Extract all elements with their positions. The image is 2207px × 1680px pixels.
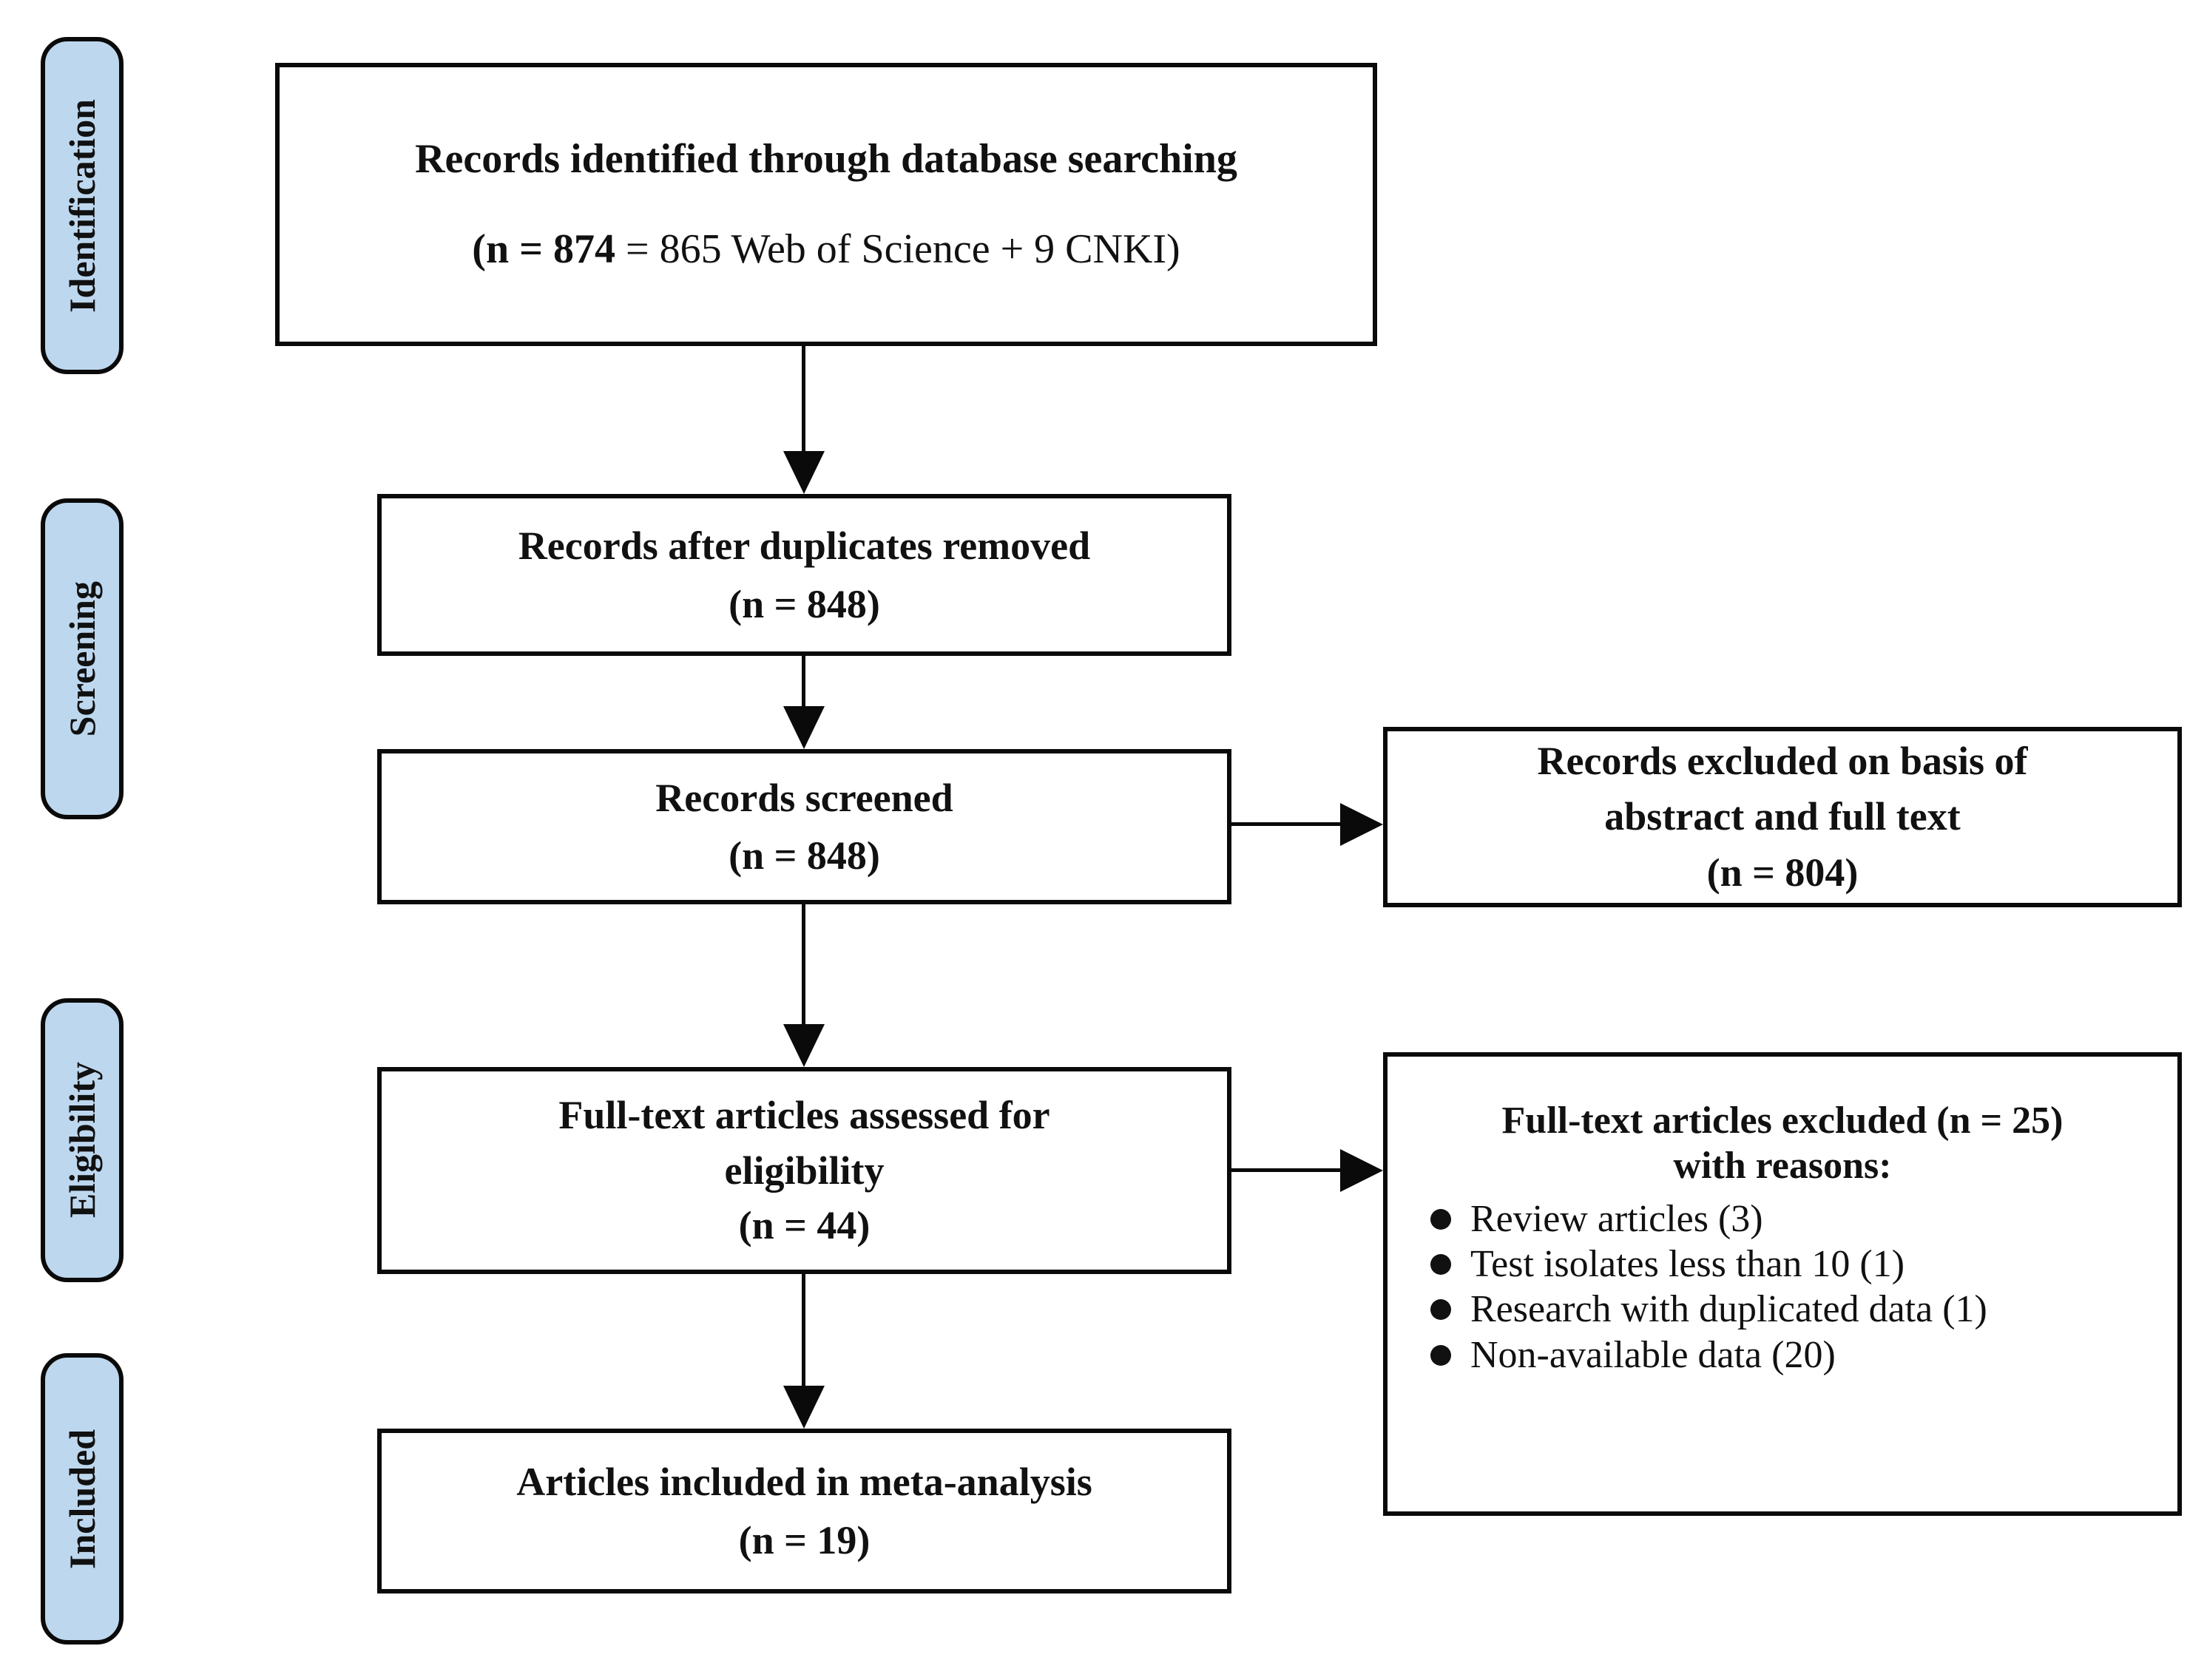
records-identified-n-bold: (n = 874 [472, 226, 615, 272]
stage-label-identification-text: Identification [61, 98, 103, 313]
bullet-dot [1430, 1208, 1451, 1230]
arrow-screened-to-excluded-line [1231, 822, 1342, 826]
arrow-identified-to-duplicates-line [802, 346, 805, 453]
box-records-excluded-count: (n = 804) [1706, 850, 1859, 895]
box-duplicates-removed-title: Records after duplicates removed [518, 524, 1091, 569]
arrow-fulltext-to-excluded-line [1231, 1168, 1342, 1172]
box-records-excluded-title-line1: Records excluded on basis of [1537, 738, 2028, 783]
arrow-duplicates-to-screened-line [802, 656, 805, 708]
box-fulltext-excluded-heading-line1: Full-text articles excluded (n = 25) [1501, 1100, 2064, 1142]
arrow-fulltext-to-included-head [783, 1386, 825, 1429]
arrow-screened-to-fulltext-line [802, 904, 805, 1026]
exclusion-reason-item: Test isolates less than 10 (1) [1430, 1242, 2163, 1287]
box-included-meta-analysis-title: Articles included in meta-analysis [516, 1460, 1092, 1505]
box-records-identified-title: Records identified through database sear… [415, 136, 1237, 183]
arrow-screened-to-excluded-head [1340, 803, 1383, 846]
box-records-screened-count: (n = 848) [729, 833, 880, 878]
exclusion-reason-item: Research with duplicated data (1) [1430, 1287, 2163, 1332]
stage-label-eligibility: Eligibility [41, 998, 124, 1282]
box-fulltext-assessed-count: (n = 44) [738, 1203, 871, 1248]
stage-label-included-text: Included [61, 1429, 103, 1569]
exclusion-reason-text: Review articles (3) [1470, 1197, 1763, 1240]
box-fulltext-assessed: Full-text articles assessed for eligibil… [377, 1067, 1231, 1274]
box-included-meta-analysis-count: (n = 19) [738, 1517, 871, 1562]
arrow-duplicates-to-screened-head [783, 706, 825, 749]
box-fulltext-excluded: Full-text articles excluded (n = 25) wit… [1383, 1052, 2182, 1516]
box-records-excluded: Records excluded on basis of abstract an… [1383, 727, 2182, 907]
arrow-screened-to-fulltext-head [783, 1024, 825, 1067]
bullet-dot [1430, 1254, 1451, 1276]
box-records-screened: Records screened (n = 848) [377, 749, 1231, 904]
stage-label-screening: Screening [41, 498, 124, 819]
box-records-screened-title: Records screened [655, 775, 953, 820]
bullet-dot [1430, 1299, 1451, 1321]
stage-label-included: Included [41, 1353, 124, 1645]
box-fulltext-assessed-title-line1: Full-text articles assessed for [558, 1093, 1050, 1138]
stage-label-screening-text: Screening [61, 580, 103, 737]
box-records-excluded-title-line2: abstract and full text [1604, 794, 1961, 839]
arrow-fulltext-to-included-line [802, 1274, 805, 1387]
exclusion-reason-item: Non-available data (20) [1430, 1332, 2163, 1378]
records-identified-n-detail: = 865 Web of Science + 9 CNKI) [615, 226, 1180, 272]
box-included-meta-analysis: Articles included in meta-analysis (n = … [377, 1429, 1231, 1593]
box-records-identified-count: (n = 874 = 865 Web of Science + 9 CNKI) [472, 225, 1180, 274]
stage-label-identification: Identification [41, 37, 124, 374]
box-fulltext-assessed-title-line2: eligibility [724, 1148, 885, 1193]
arrow-identified-to-duplicates-head [783, 451, 825, 494]
exclusion-reason-item: Review articles (3) [1430, 1196, 2163, 1242]
box-duplicates-removed: Records after duplicates removed (n = 84… [377, 494, 1231, 656]
exclusion-reasons-list: Review articles (3) Test isolates less t… [1388, 1196, 2177, 1378]
box-duplicates-removed-count: (n = 848) [729, 581, 880, 626]
exclusion-reason-text: Non-available data (20) [1470, 1333, 1836, 1376]
box-fulltext-excluded-heading-line2: with reasons: [1673, 1145, 1892, 1188]
exclusion-reason-text: Test isolates less than 10 (1) [1470, 1243, 1905, 1286]
exclusion-reason-text: Research with duplicated data (1) [1470, 1288, 1987, 1331]
arrow-fulltext-to-excluded-head [1340, 1149, 1383, 1192]
box-records-identified: Records identified through database sear… [275, 63, 1377, 346]
stage-label-eligibility-text: Eligibility [61, 1062, 103, 1219]
bullet-dot [1430, 1344, 1451, 1366]
